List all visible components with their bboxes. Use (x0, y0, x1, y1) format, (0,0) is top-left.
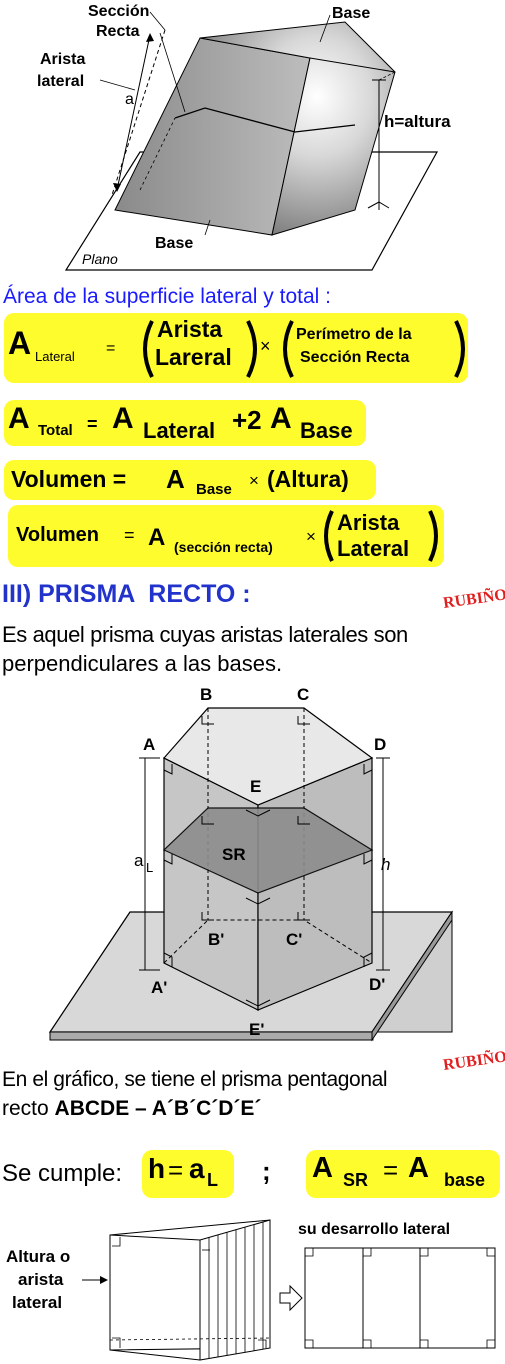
equals-total: = (87, 414, 98, 434)
times-sign-2: × (249, 471, 259, 490)
cumple-a: a (189, 1153, 205, 1184)
arista-top: Arista (157, 316, 223, 342)
volumen-label: Volumen = (11, 466, 127, 492)
sub-seccion-recta: (sección recta) (174, 539, 273, 555)
definition-line-1: Es aquel prisma cuyas aristas laterales … (2, 622, 408, 647)
vertex-d-prime: D' (369, 975, 385, 994)
vertex-d: D (374, 735, 386, 754)
sub-total: Total (38, 422, 73, 439)
label-al-a: a (134, 851, 144, 870)
label-desarrollo: su desarrollo lateral (298, 1221, 450, 1238)
sub-lateral-2: Lateral (143, 418, 216, 443)
area-sr-symbol: A (148, 524, 166, 551)
area-heading: Área de la superficie lateral y total : (3, 285, 332, 308)
cumple-h: h (148, 1153, 166, 1184)
vertex-a-prime: A' (151, 978, 167, 997)
label-lateral: lateral (12, 1293, 62, 1312)
label-h: h=altura (384, 112, 451, 131)
volumen-label-2: Volumen (16, 524, 99, 546)
graph-line-2-bold: ABCDE – A´B´C´D´E´ (54, 1097, 262, 1120)
sub-base: Base (300, 418, 353, 443)
graph-line-1: En el gráfico, se tiene el prisma pentag… (2, 1068, 388, 1091)
label-al-l: L (146, 860, 153, 875)
sub-lateral: Lateral (35, 349, 75, 364)
formula-volume-box (4, 460, 376, 500)
cumple-base: base (444, 1170, 486, 1190)
cumple-eq: = (168, 1155, 184, 1185)
label-plano: Plano (82, 251, 118, 267)
equals-vol2: = (124, 525, 135, 545)
rubinos-logo: RUBIÑOS (442, 585, 505, 612)
lareral-bottom: Lareral (155, 344, 232, 370)
vertex-a: A (143, 735, 155, 754)
label-arista: arista (18, 1270, 64, 1289)
area-symbol: A (8, 325, 32, 361)
label-lateral: lateral (37, 73, 84, 90)
equals-sign: = (106, 340, 116, 357)
formula-total-box (4, 400, 366, 446)
label-base-bottom: Base (155, 235, 193, 252)
label-recta: Recta (96, 23, 140, 40)
area-sr-base-box (306, 1150, 500, 1198)
formula-lateral-parens (143, 320, 465, 378)
area-total-symbol: A (8, 402, 30, 435)
label-seccion: Sección (88, 3, 149, 20)
h-eq-al-box (142, 1150, 234, 1198)
cumple-semicolon: ; (262, 1156, 271, 1186)
cumple-sr: SR (343, 1170, 369, 1190)
vertex-b: B (200, 685, 212, 704)
formula-lateral-box (4, 313, 468, 383)
lateral-development-diagram: Altura o arista lateral su desarrollo la… (6, 1219, 496, 1361)
plus-two: +2 (232, 405, 262, 435)
arista-top-2: Arista (337, 510, 400, 535)
label-base-top: Base (332, 5, 370, 22)
section-title: III) PRISMA RECTO : (2, 580, 251, 608)
area-lateral-symbol: A (112, 402, 134, 435)
times-sign-3: × (306, 527, 316, 546)
seccion-recta-bottom: Sección Recta (300, 349, 410, 366)
label-sr: SR (222, 845, 246, 864)
definition-line-2: perpendiculares a las bases. (2, 651, 283, 676)
vertex-e-prime: E' (249, 1020, 264, 1039)
times-sign: × (260, 336, 271, 356)
vertex-c: C (297, 685, 309, 704)
cumple-area-1: A (312, 1152, 333, 1184)
se-cumple-label: Se cumple: (2, 1160, 123, 1187)
vertex-e: E (250, 777, 261, 796)
sub-base-2: Base (196, 481, 232, 498)
vertex-c-prime: C' (286, 930, 302, 949)
cumple-l: L (207, 1170, 218, 1190)
right-prism-diagram: B C A D E SR a L h B' C' A' D' E' (48, 685, 454, 1042)
perimetro-top: Perímetro de la (296, 326, 412, 343)
graph-line-2-prefix: recto (2, 1097, 55, 1120)
area-base-symbol-2: A (166, 464, 185, 494)
formula-volume2-parens (324, 510, 438, 562)
label-h: h (381, 855, 390, 874)
oblique-prism-diagram: Sección Recta Base Arista lateral a h=al… (37, 3, 451, 271)
altura-label: (Altura) (267, 466, 349, 492)
cumple-area-2: A (408, 1152, 429, 1184)
label-altura-o: Altura o (6, 1247, 70, 1266)
graph-line-2: recto ABCDE – A´B´C´D´E´ (2, 1097, 261, 1121)
label-a: a (125, 91, 134, 108)
formula-volume2-box (8, 505, 444, 567)
area-base-symbol: A (270, 402, 292, 435)
vertex-b-prime: B' (208, 930, 224, 949)
label-arista: Arista (40, 51, 85, 68)
cumple-eq2: = (383, 1155, 399, 1185)
lateral-bottom-2: Lateral (337, 536, 410, 561)
